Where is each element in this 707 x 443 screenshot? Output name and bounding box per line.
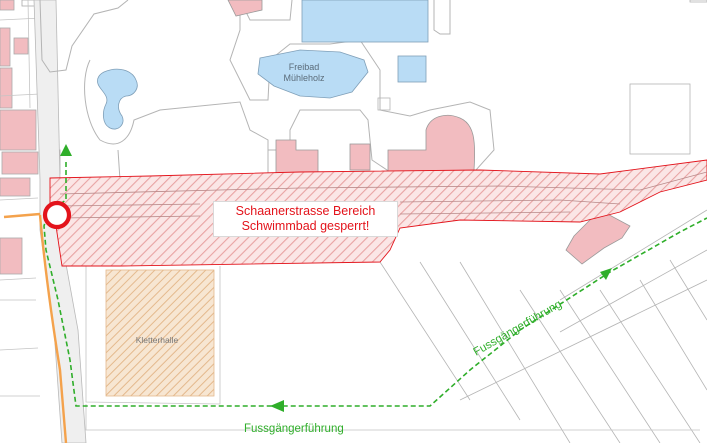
climbing-hall-building: [105, 269, 215, 397]
pedestrian-route-label-diagonal: Fussgängerführung: [472, 298, 564, 358]
bottom-lots: [85, 266, 700, 431]
climbing-hall-label: Kletterhalle: [136, 335, 179, 345]
route-arrows: [60, 144, 612, 412]
water-bodies: [97, 0, 429, 130]
pool-label-line2: Mühleholz: [283, 73, 325, 83]
schaanerstrasse-road: [3, 0, 87, 443]
pedestrian-route-label-bottom: Fussgängerführung: [244, 423, 344, 435]
village-area: [0, 0, 61, 275]
pedestrian-detour-route: [43, 162, 707, 407]
closure-notice-line1: Schaanerstrasse Bereich: [235, 204, 376, 218]
closure-notice: Schaanerstrasse Bereich Schwimmbad gespe…: [213, 201, 398, 237]
closure-notice-line2: Schwimmbad gesperrt!: [241, 219, 370, 233]
closed-road-marker: [42, 200, 72, 230]
green-arrow-icon: [600, 268, 612, 280]
village-parcels: [0, 0, 43, 397]
field-parcels: [379, 209, 707, 443]
pool-buildings: [227, 0, 631, 265]
closed-road-circle-icon: [42, 200, 72, 230]
pool-label-line1: Freibad: [289, 62, 320, 72]
pool-small-objects: [377, 0, 707, 155]
green-arrow-icon: [270, 400, 284, 412]
green-arrow-icon: [60, 144, 72, 156]
